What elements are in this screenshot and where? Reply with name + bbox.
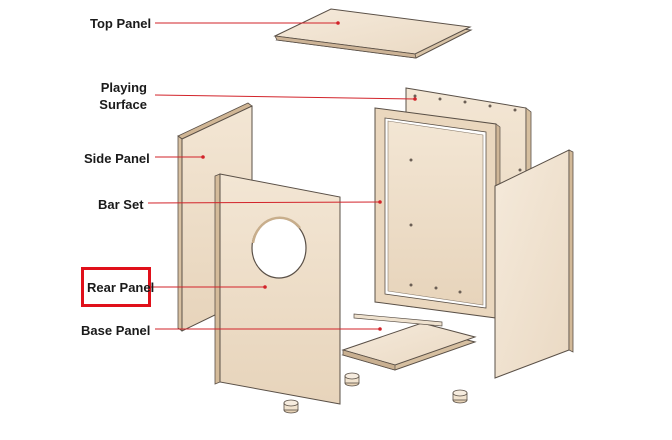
label-playing-surface-line2: Surface bbox=[99, 97, 147, 112]
label-rear-panel: Rear Panel bbox=[87, 280, 155, 295]
label-base-panel: Base Panel bbox=[81, 323, 151, 338]
label-bar-set: Bar Set bbox=[98, 197, 144, 212]
right-side-panel bbox=[494, 149, 574, 379]
top-panel bbox=[273, 8, 473, 59]
foot-1 bbox=[344, 372, 360, 387]
rear-panel bbox=[214, 173, 341, 405]
leader-lines bbox=[147, 21, 417, 331]
base-panel bbox=[341, 313, 477, 371]
label-playing-surface-line1: Playing bbox=[100, 80, 147, 95]
leader-bar-set bbox=[147, 201, 381, 204]
foot-2 bbox=[452, 389, 468, 404]
foot-3 bbox=[283, 399, 299, 414]
leader-playing-surface bbox=[154, 94, 416, 100]
bar-set-frame bbox=[374, 107, 501, 322]
label-top-panel: Top Panel bbox=[90, 16, 152, 31]
label-side-panel: Side Panel bbox=[84, 151, 150, 166]
rear-panel-highlight-box bbox=[81, 267, 151, 307]
feet bbox=[283, 372, 468, 414]
sound-hole bbox=[251, 216, 307, 279]
